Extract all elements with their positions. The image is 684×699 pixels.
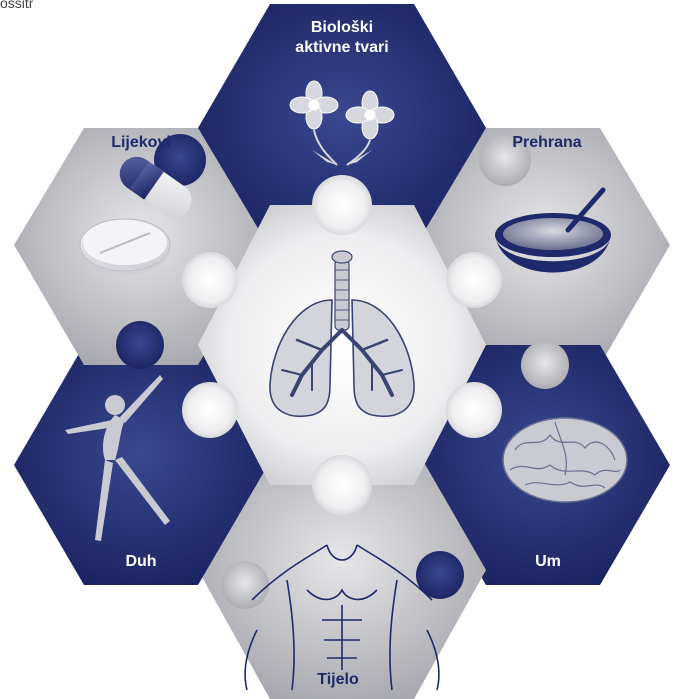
brain-icon — [503, 418, 627, 502]
label-duh: Duh — [125, 553, 156, 570]
center-knob-lower-right — [446, 382, 502, 438]
label-bioloski-line2: aktivne tvari — [295, 39, 388, 56]
puzzle-knob — [521, 341, 569, 389]
label-prehrana: Prehrana — [512, 134, 581, 151]
puzzle-knob — [116, 321, 164, 369]
label-tijelo: Tijelo — [317, 671, 359, 688]
center-knob-lower-left — [182, 382, 238, 438]
label-bioloski-line1: Biološki — [311, 19, 373, 36]
label-lijekovi: Lijekovi — [111, 134, 171, 151]
center-knob-bottom — [312, 455, 372, 515]
center-knob-top — [312, 175, 372, 235]
label-um: Um — [535, 553, 561, 570]
center-knob-upper-left — [182, 252, 238, 308]
puzzle-knob — [221, 561, 269, 609]
center-knob-upper-right — [446, 252, 502, 308]
